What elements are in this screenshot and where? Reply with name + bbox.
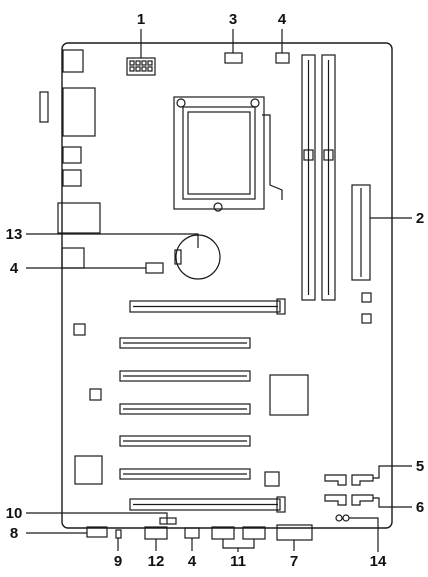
atx12v-connector bbox=[126, 57, 156, 76]
small-chip-left-2 bbox=[89, 388, 102, 401]
pci-slot-5 bbox=[119, 468, 251, 480]
callout-3: 3 bbox=[229, 11, 237, 28]
callout-12: 12 bbox=[148, 553, 165, 570]
callout-14: 14 bbox=[370, 553, 387, 570]
small-chip-mid bbox=[264, 471, 280, 487]
callout-13: 13 bbox=[6, 226, 23, 243]
sata-connectors-top bbox=[324, 474, 374, 486]
callout-7: 7 bbox=[290, 553, 298, 570]
callout-11: 11 bbox=[230, 553, 246, 570]
cpu-fan-header bbox=[224, 52, 243, 64]
io-vga-port bbox=[39, 91, 49, 123]
usb-header-2 bbox=[242, 526, 266, 540]
pci-slot-4 bbox=[119, 435, 251, 447]
leader-6 bbox=[373, 497, 412, 508]
leader-11 bbox=[222, 539, 255, 549]
callout-8: 8 bbox=[10, 525, 18, 542]
callout-5: 5 bbox=[416, 458, 424, 475]
dimm-slot-2 bbox=[321, 54, 336, 301]
front-panel-header bbox=[276, 524, 313, 541]
callout-4-bottom: 4 bbox=[188, 553, 197, 570]
io-usb-stack-2 bbox=[62, 169, 82, 187]
io-lan-usb bbox=[57, 202, 101, 234]
small-chip-right-1 bbox=[361, 292, 372, 303]
small-chip-right-2 bbox=[361, 313, 372, 324]
atx-24pin-connector bbox=[351, 184, 371, 281]
callout-6: 6 bbox=[416, 499, 424, 516]
callout-9: 9 bbox=[114, 553, 122, 570]
board-outline bbox=[61, 42, 393, 529]
sys-fan-header-top bbox=[275, 52, 290, 64]
io-audio-jacks bbox=[61, 247, 85, 269]
pcie-x16-slot-1 bbox=[129, 298, 286, 315]
pci-slot-1 bbox=[119, 337, 251, 349]
chipset-heatsink bbox=[269, 374, 309, 416]
front-audio-header bbox=[86, 526, 108, 538]
pcie-x16-slot-2 bbox=[129, 496, 286, 513]
pci-slot-3 bbox=[119, 403, 251, 415]
callout-1: 1 bbox=[137, 11, 145, 28]
cd-in-header bbox=[159, 517, 177, 525]
com-header bbox=[144, 526, 168, 540]
cpu-socket bbox=[173, 96, 283, 212]
io-dvi-port bbox=[62, 87, 96, 137]
sys-fan-header-left bbox=[145, 262, 164, 274]
io-controller-chip bbox=[74, 455, 103, 485]
callout-4-left: 4 bbox=[10, 260, 19, 277]
leader-5 bbox=[373, 465, 412, 479]
small-chip-left-1 bbox=[73, 323, 86, 336]
usb-header-1 bbox=[211, 526, 235, 540]
callout-10: 10 bbox=[6, 505, 23, 522]
pci-slot-2 bbox=[119, 370, 251, 382]
callout-4-top: 4 bbox=[278, 11, 287, 28]
dimm-slot-1 bbox=[301, 54, 316, 301]
leader-14 bbox=[349, 517, 379, 552]
sys-fan-header-bottom bbox=[184, 527, 200, 539]
callout-2: 2 bbox=[416, 210, 424, 227]
leader-10 bbox=[26, 512, 168, 524]
sata-connectors-bottom bbox=[324, 494, 374, 506]
leader-13 bbox=[26, 233, 199, 248]
io-ps2-port bbox=[62, 49, 84, 73]
clear-cmos-jumper bbox=[335, 514, 350, 522]
io-usb-stack bbox=[62, 146, 82, 164]
spdif-header bbox=[115, 529, 122, 539]
